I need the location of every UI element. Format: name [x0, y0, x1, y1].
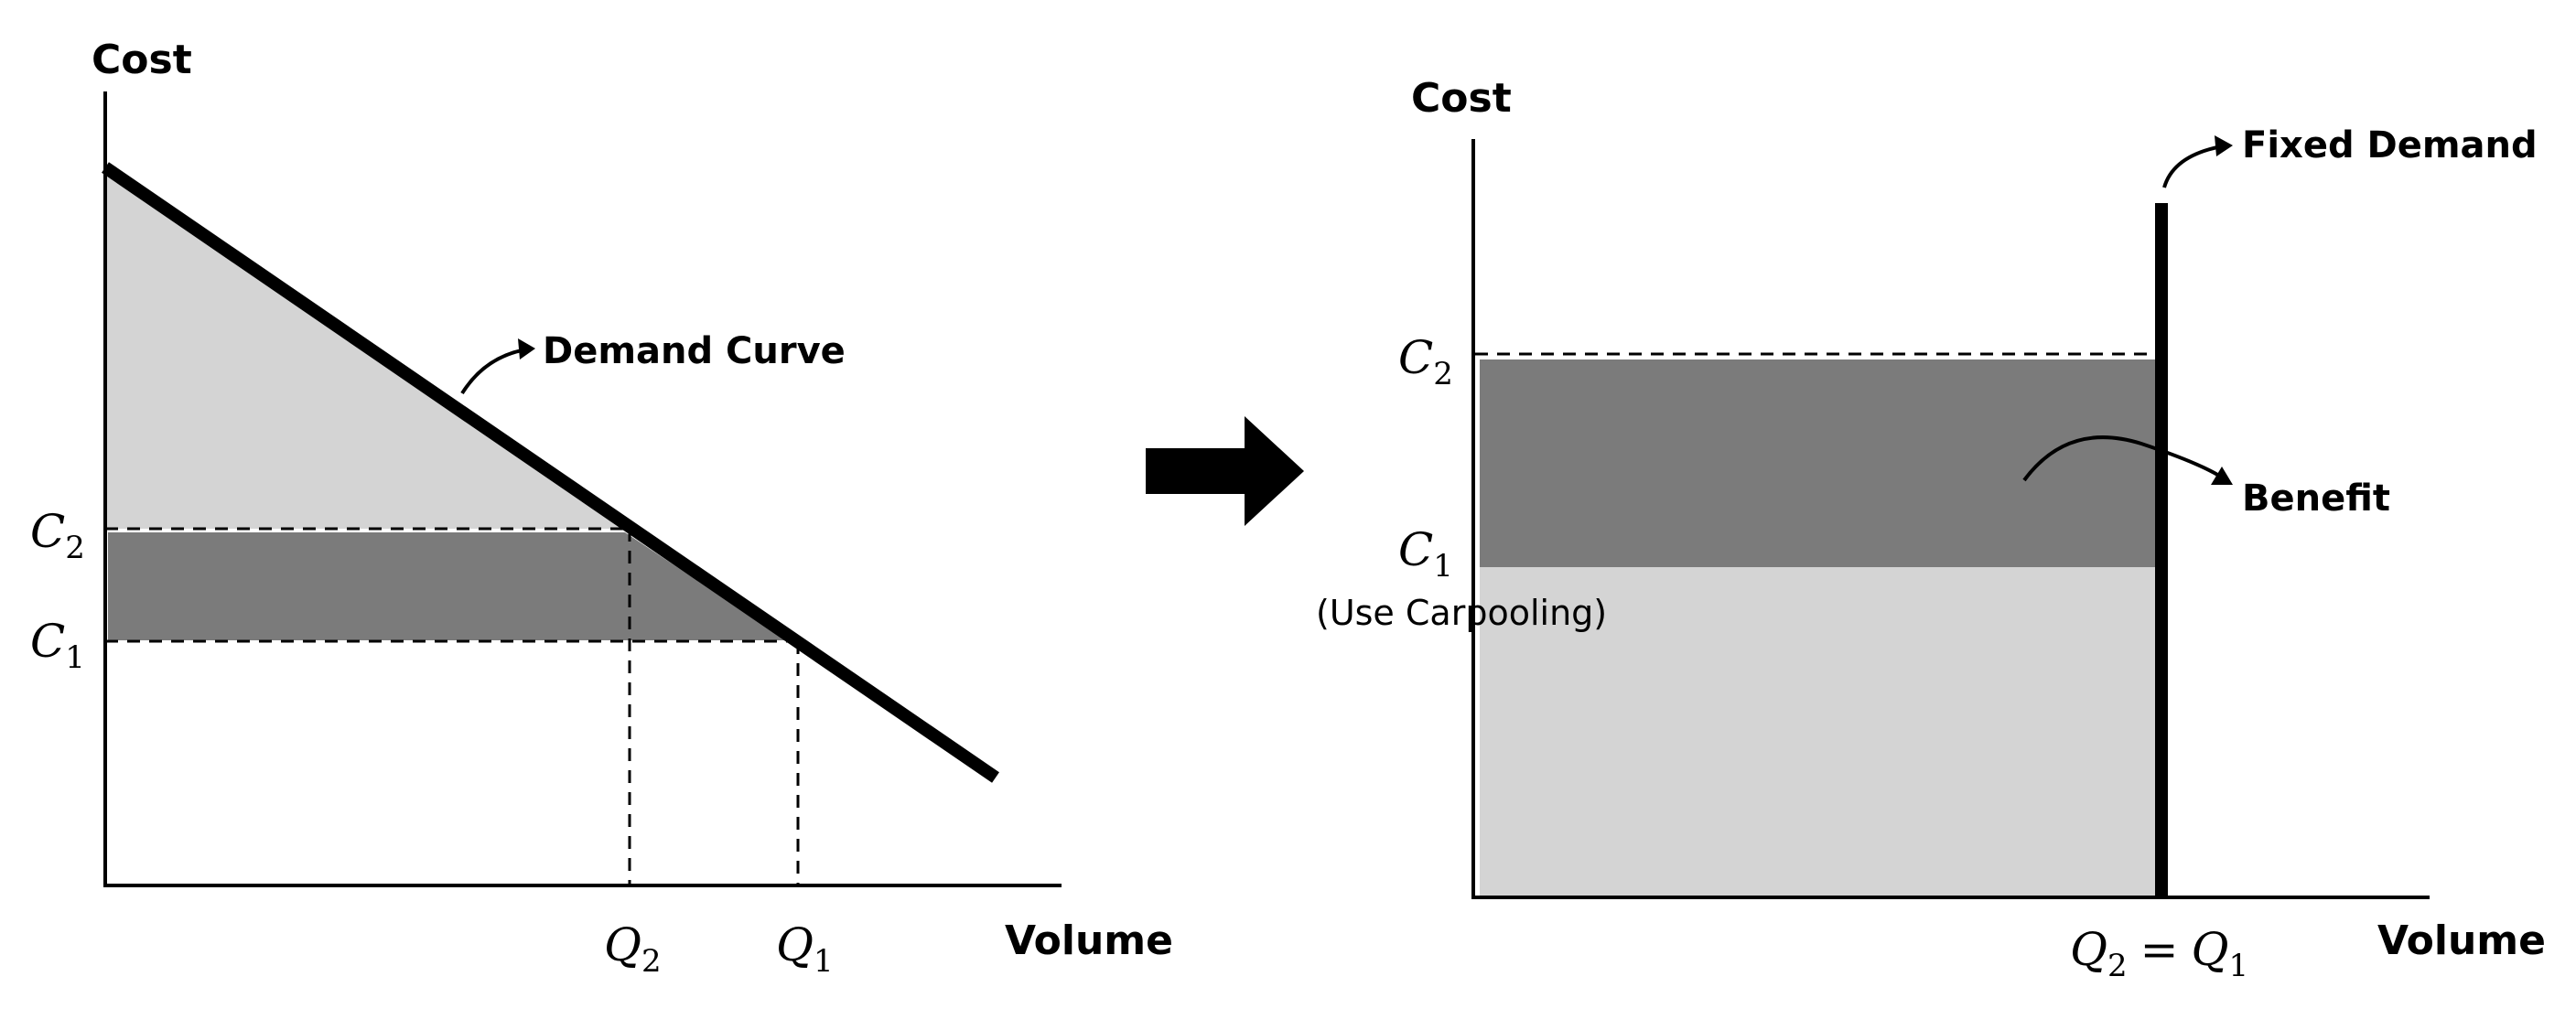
demand-curve-arrowhead [518, 338, 535, 359]
right-q-equal-label: Q2=Q1 [2070, 923, 2248, 984]
left-panel: Cost Volume Demand Curve C2 C1 Q2 Q1 [30, 37, 1173, 980]
left-dark-band [108, 532, 787, 640]
right-light-area [1480, 567, 2155, 896]
right-x-axis-title: Volume [2377, 917, 2546, 964]
right-dark-band [1480, 359, 2155, 567]
left-q2-label: Q2 [604, 918, 662, 980]
fixed-demand-arrow [2162, 145, 2223, 188]
benefit-arrow [2022, 435, 2221, 482]
right-panel: Cost Volume Fixed Demand Benefit C2 C1 (… [1316, 75, 2546, 984]
left-x-axis-title: Volume [1005, 917, 1173, 964]
right-c1-label: C1 [1398, 523, 1453, 585]
demand-curve-arrow [460, 348, 527, 395]
benefit-label: Benefit [2242, 477, 2390, 520]
benefit-arrowhead [2211, 467, 2233, 485]
transition-arrow-icon [1146, 416, 1304, 526]
fixed-demand-label: Fixed Demand [2242, 124, 2538, 166]
left-y-axis-title: Cost [92, 37, 192, 83]
fixed-demand-arrowhead [2215, 135, 2233, 156]
right-y-axis-title: Cost [1411, 75, 1512, 122]
carpooling-note: (Use Carpooling) [1316, 593, 1607, 633]
demand-curve-label: Demand Curve [543, 330, 846, 372]
left-c2-label: C2 [30, 505, 85, 566]
right-c2-label: C2 [1398, 331, 1453, 392]
demand-curve [102, 162, 999, 783]
left-c1-label: C1 [30, 615, 85, 676]
left-q1-label: Q1 [776, 918, 834, 980]
